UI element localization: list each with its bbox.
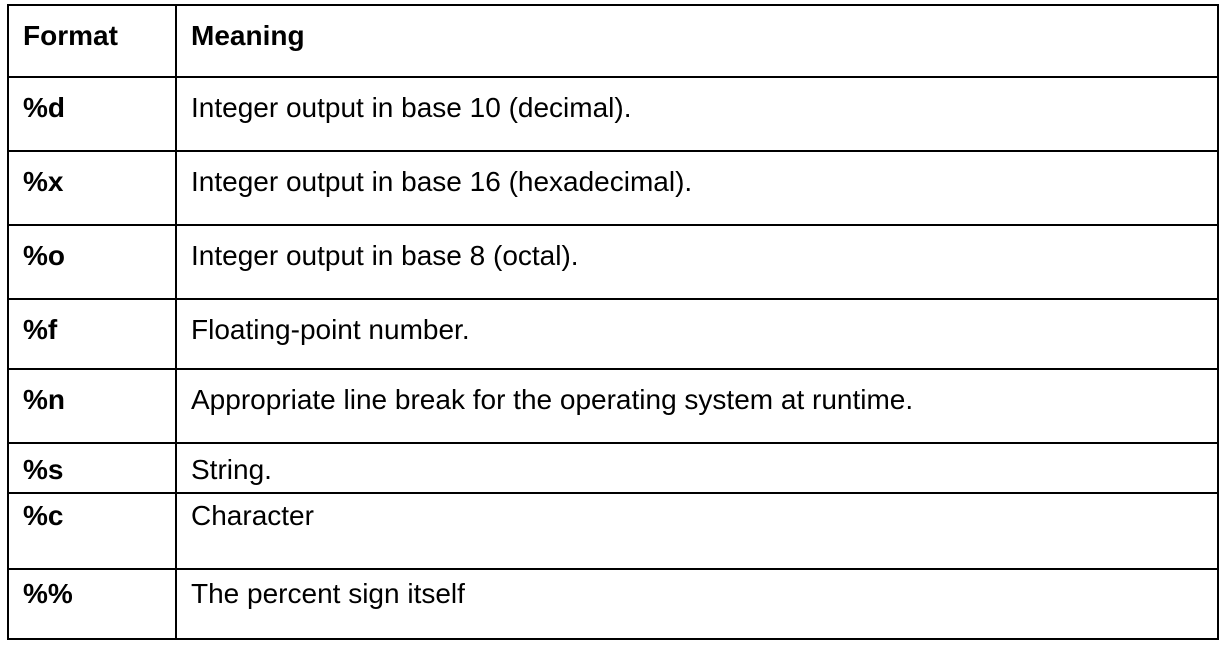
header-meaning: Meaning (191, 20, 305, 51)
table-row: %d Integer output in base 10 (decimal). (7, 76, 1219, 152)
meaning-cell: Floating-point number. (175, 298, 1219, 370)
table-row: %n Appropriate line break for the operat… (7, 368, 1219, 444)
meaning-cell: String. (175, 442, 1219, 494)
format-cell: %o (7, 224, 177, 300)
format-code: %o (23, 240, 65, 271)
meaning-cell: Character (175, 492, 1219, 570)
format-cell: %f (7, 298, 177, 370)
format-cell: %c (7, 492, 177, 570)
format-cell: %d (7, 76, 177, 152)
table-row: %% The percent sign itself (7, 568, 1219, 640)
format-meaning: The percent sign itself (191, 578, 465, 609)
meaning-cell: Integer output in base 10 (decimal). (175, 76, 1219, 152)
table-row: %x Integer output in base 16 (hexadecima… (7, 150, 1219, 226)
table-row: %s String. (7, 442, 1219, 494)
format-meaning: Integer output in base 16 (hexadecimal). (191, 166, 693, 197)
table-row: %o Integer output in base 8 (octal). (7, 224, 1219, 300)
format-code: %d (23, 92, 65, 123)
format-meaning: Integer output in base 10 (decimal). (191, 92, 632, 123)
meaning-cell: The percent sign itself (175, 568, 1219, 640)
format-code: %n (23, 384, 65, 415)
format-code: %% (23, 578, 73, 609)
format-code: %x (23, 166, 64, 197)
format-cell: %n (7, 368, 177, 444)
header-meaning-cell: Meaning (175, 4, 1219, 78)
format-meaning: Floating-point number. (191, 314, 470, 345)
format-specifier-table: Format Meaning %d Integer output in base… (7, 4, 1219, 640)
format-cell: %% (7, 568, 177, 640)
format-code: %s (23, 454, 64, 485)
header-format: Format (23, 20, 118, 51)
format-meaning: Appropriate line break for the operating… (191, 384, 914, 415)
format-meaning: Integer output in base 8 (octal). (191, 240, 579, 271)
format-meaning: String. (191, 454, 272, 485)
table-row: %c Character (7, 492, 1219, 570)
table-row: %f Floating-point number. (7, 298, 1219, 370)
format-code: %f (23, 314, 58, 345)
format-meaning: Character (191, 500, 314, 531)
format-cell: %s (7, 442, 177, 494)
meaning-cell: Appropriate line break for the operating… (175, 368, 1219, 444)
meaning-cell: Integer output in base 16 (hexadecimal). (175, 150, 1219, 226)
meaning-cell: Integer output in base 8 (octal). (175, 224, 1219, 300)
format-cell: %x (7, 150, 177, 226)
header-format-cell: Format (7, 4, 177, 78)
format-code: %c (23, 500, 64, 531)
table-header-row: Format Meaning (7, 4, 1219, 78)
